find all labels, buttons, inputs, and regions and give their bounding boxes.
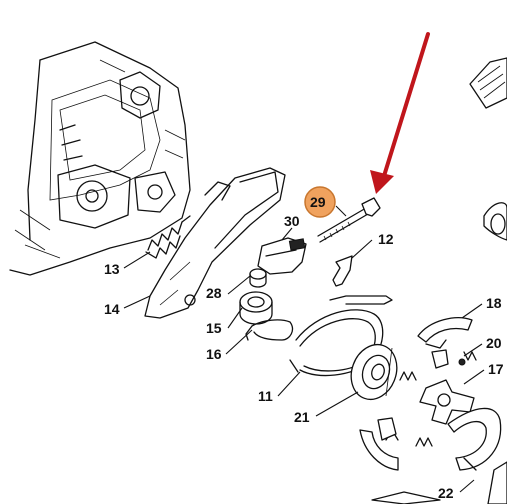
leader-lines (123, 205, 485, 493)
part-17-clutch-spider (419, 349, 475, 425)
callout-22: 22 (438, 485, 454, 501)
callout-30: 30 (284, 213, 300, 229)
callout-14: 14 (104, 301, 120, 317)
part-16-wire-spring (245, 319, 294, 341)
callout-28: 28 (206, 285, 222, 301)
callout-13: 13 (104, 261, 120, 277)
engine-housing (9, 41, 191, 276)
part-top-right-fragments (469, 57, 507, 504)
callout-11: 11 (258, 388, 273, 404)
callout-21: 21 (294, 409, 310, 425)
callout-15: 15 (206, 320, 222, 336)
part-14-brake-cover (144, 167, 286, 319)
callout-18: 18 (486, 295, 502, 311)
part-18-clutch-shoe (417, 317, 473, 349)
part-30-lever-block (257, 237, 307, 275)
part-21-clutch-drum (350, 343, 398, 401)
part-11-brake-band (289, 295, 393, 377)
callout-12: 12 (378, 231, 394, 247)
callout-17: 17 (488, 361, 504, 377)
part-28-bushing (249, 268, 267, 288)
callout-16: 16 (206, 346, 222, 362)
part-29-screw (317, 197, 381, 243)
red-arrow (370, 32, 430, 194)
part-12-bracket (332, 255, 353, 287)
part-15-sleeve (239, 291, 273, 325)
part-22-clutch-shoes (359, 407, 502, 504)
callout-20: 20 (486, 335, 502, 351)
callout-29: 29 (310, 194, 326, 210)
highlight-circle-29 (304, 186, 336, 218)
part-13-spring (145, 215, 191, 259)
